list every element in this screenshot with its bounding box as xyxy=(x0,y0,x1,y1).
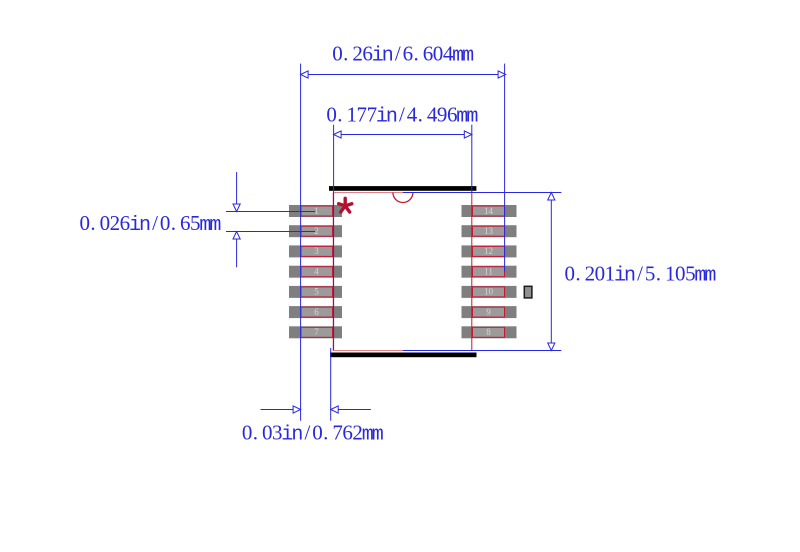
svg-text:n: n xyxy=(386,105,398,128)
svg-text:1: 1 xyxy=(605,261,616,285)
svg-text:1: 1 xyxy=(314,206,319,216)
svg-text:3: 3 xyxy=(272,421,283,445)
svg-text:0: 0 xyxy=(595,261,606,285)
svg-text:0: 0 xyxy=(326,102,337,126)
svg-text:7: 7 xyxy=(357,102,368,126)
svg-text:5: 5 xyxy=(645,261,656,285)
svg-text:0: 0 xyxy=(675,261,686,285)
svg-text:6: 6 xyxy=(314,307,319,317)
svg-text:/: / xyxy=(637,261,643,285)
svg-text:5: 5 xyxy=(190,211,201,235)
svg-text:1: 1 xyxy=(346,102,357,126)
svg-text:.: . xyxy=(323,421,328,445)
svg-text:5: 5 xyxy=(314,287,319,297)
svg-text:4: 4 xyxy=(314,267,319,277)
svg-text:m: m xyxy=(362,424,374,447)
svg-text:.: . xyxy=(418,102,423,126)
svg-text:m: m xyxy=(372,424,384,447)
svg-text:2: 2 xyxy=(352,421,363,445)
svg-text:7: 7 xyxy=(367,102,378,126)
svg-text:m: m xyxy=(694,264,706,287)
svg-text:4: 4 xyxy=(427,102,438,126)
svg-text:9: 9 xyxy=(437,102,448,126)
svg-text:6: 6 xyxy=(423,42,434,66)
svg-text:12: 12 xyxy=(484,246,493,256)
svg-text:n: n xyxy=(139,214,151,237)
svg-text:0: 0 xyxy=(262,421,273,445)
svg-text:i: i xyxy=(376,105,388,128)
svg-text:.: . xyxy=(656,261,661,285)
svg-text:8: 8 xyxy=(486,327,491,337)
svg-text:1: 1 xyxy=(665,261,676,285)
svg-text:/: / xyxy=(399,102,405,126)
svg-text:0: 0 xyxy=(433,42,444,66)
svg-text:n: n xyxy=(624,264,636,287)
svg-text:.: . xyxy=(343,42,348,66)
svg-text:.: . xyxy=(171,211,176,235)
svg-text:m: m xyxy=(456,105,468,128)
svg-text:6: 6 xyxy=(403,42,414,66)
svg-text:4: 4 xyxy=(407,102,418,126)
svg-text:0: 0 xyxy=(79,211,90,235)
svg-text:.: . xyxy=(90,211,95,235)
svg-text:6: 6 xyxy=(362,42,373,66)
svg-text:3: 3 xyxy=(314,246,319,256)
svg-text:6: 6 xyxy=(342,421,353,445)
svg-text:.: . xyxy=(413,42,418,66)
svg-text:i: i xyxy=(281,424,293,447)
svg-text:m: m xyxy=(452,45,464,68)
svg-text:0: 0 xyxy=(242,421,253,445)
svg-text:4: 4 xyxy=(443,42,454,66)
svg-text:.: . xyxy=(337,102,342,126)
svg-text:m: m xyxy=(462,45,474,68)
svg-text:7: 7 xyxy=(314,327,319,337)
svg-text:13: 13 xyxy=(484,226,494,236)
svg-text:0: 0 xyxy=(160,211,171,235)
svg-text:m: m xyxy=(209,214,221,237)
svg-text:11: 11 xyxy=(484,267,493,277)
svg-text:14: 14 xyxy=(484,206,494,216)
svg-text:/: / xyxy=(395,42,401,66)
svg-text:6: 6 xyxy=(180,211,191,235)
svg-text:0: 0 xyxy=(564,261,575,285)
svg-text:5: 5 xyxy=(685,261,696,285)
svg-text:.: . xyxy=(253,421,258,445)
svg-text:0: 0 xyxy=(100,211,111,235)
svg-text:10: 10 xyxy=(484,287,494,297)
svg-text:7: 7 xyxy=(332,421,343,445)
svg-text:i: i xyxy=(372,45,384,68)
svg-text:i: i xyxy=(614,264,626,287)
svg-text:/: / xyxy=(152,211,158,235)
svg-text:m: m xyxy=(466,105,478,128)
svg-text:0: 0 xyxy=(312,421,323,445)
svg-text:6: 6 xyxy=(120,211,131,235)
svg-text:2: 2 xyxy=(352,42,363,66)
svg-text:n: n xyxy=(291,424,303,447)
svg-text:6: 6 xyxy=(447,102,458,126)
svg-text:n: n xyxy=(382,45,394,68)
svg-text:i: i xyxy=(129,214,141,237)
svg-text:0: 0 xyxy=(332,42,343,66)
svg-text:/: / xyxy=(304,421,310,445)
svg-text:.: . xyxy=(575,261,580,285)
svg-text:2: 2 xyxy=(314,226,319,236)
svg-text:2: 2 xyxy=(585,261,596,285)
svg-text:2: 2 xyxy=(110,211,121,235)
svg-text:m: m xyxy=(199,214,211,237)
svg-text:9: 9 xyxy=(486,307,491,317)
svg-text:m: m xyxy=(704,264,716,287)
